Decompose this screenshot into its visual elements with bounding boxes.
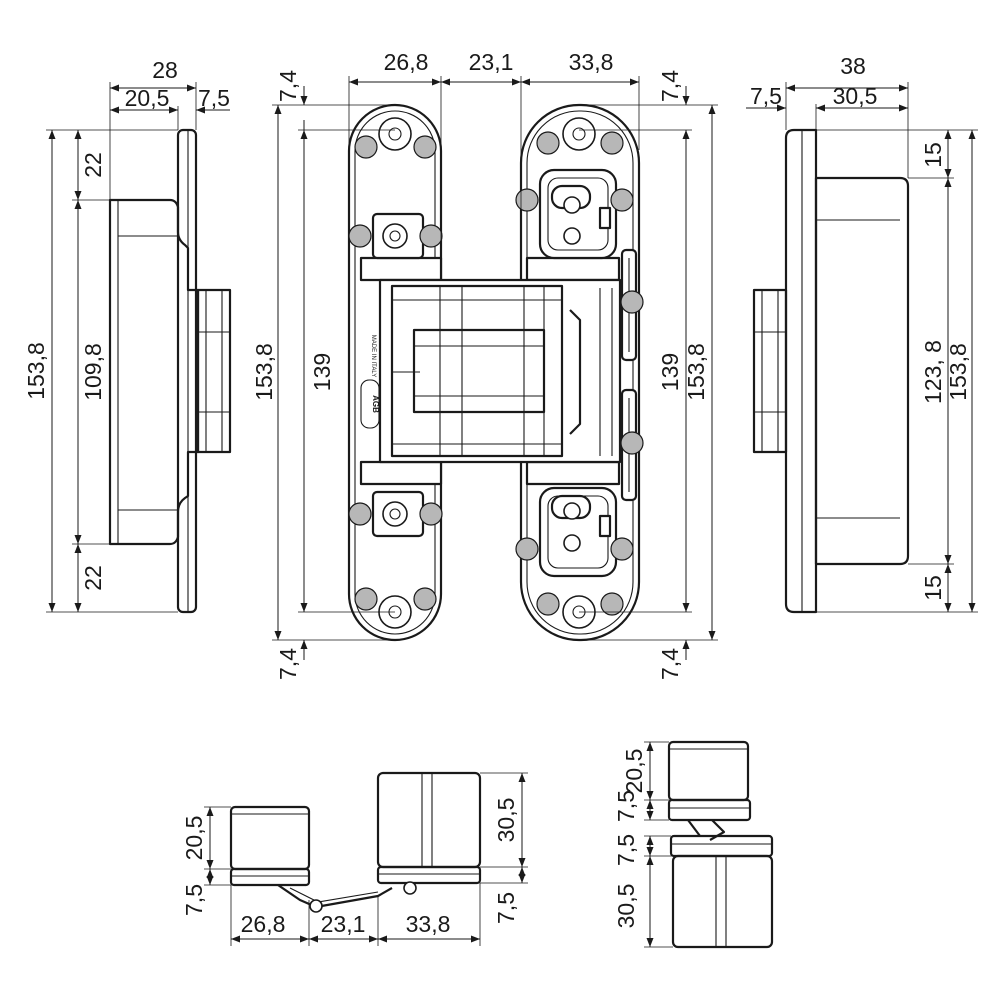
dimension-lines [46, 76, 978, 948]
dim-plan-right-body: 30,5 [493, 798, 519, 843]
screw [610, 537, 634, 561]
screw-hole [563, 227, 581, 245]
dim-front-right-bottom-offset: 7,4 [657, 648, 683, 680]
dim-plan-width-left: 26,8 [241, 911, 286, 937]
dim-center-gap: 23,1 [469, 49, 514, 75]
screw [419, 224, 443, 248]
screw [536, 592, 560, 616]
dim-front-left-holes-height: 139 [309, 353, 335, 391]
screw [413, 587, 437, 611]
dim-front-right-width: 33,8 [569, 49, 614, 75]
screw-hole [563, 502, 581, 520]
dim-side-right-total-width: 38 [840, 53, 866, 79]
agb-logo: AGB [360, 379, 380, 429]
left-side-view [108, 128, 232, 614]
screw [515, 188, 539, 212]
dim-front-left-top-offset: 7,4 [275, 70, 301, 102]
dim-side-left-mid-height: 109,8 [80, 343, 106, 401]
dim-side-left-body-width: 20,5 [125, 85, 170, 111]
screw [419, 502, 443, 526]
dim-side-left-total-height: 153,8 [23, 342, 49, 400]
right-side-view [752, 128, 910, 614]
dim-plan-left-plate: 7,5 [181, 884, 207, 916]
plan-view [229, 771, 482, 913]
dim-end-top-body: 20,5 [621, 749, 647, 794]
dim-side-left-top-height: 22 [80, 152, 106, 178]
screw-hole [562, 117, 596, 151]
dim-front-right-top-offset: 7,4 [657, 70, 683, 102]
screw [610, 188, 634, 212]
screw-hole [563, 196, 581, 214]
end-view [667, 740, 774, 949]
made-in-italy-mark: MADE IN ITALY [370, 335, 376, 377]
screw-hole [378, 117, 412, 151]
dim-side-right-plate-width: 7,5 [750, 83, 782, 109]
screw [620, 431, 644, 455]
dim-end-bottom-body: 30,5 [613, 884, 639, 929]
svg-text:AGB: AGB [371, 395, 380, 413]
dim-side-right-top-height: 15 [920, 142, 946, 168]
screw-hole [563, 534, 581, 552]
dim-plan-width-center: 23,1 [321, 911, 366, 937]
screw [348, 224, 372, 248]
dim-front-left-bottom-offset: 7,4 [275, 648, 301, 680]
dim-side-left-bottom-height: 22 [80, 565, 106, 591]
screw [600, 131, 624, 155]
dim-side-right-mid-height: 123, 8 [920, 340, 946, 404]
mounting-screws [348, 117, 644, 629]
dim-plan-width-right: 33,8 [406, 911, 451, 937]
screw [536, 131, 560, 155]
screw-hole [382, 501, 408, 527]
dim-side-left-plate-width: 7,5 [198, 85, 230, 111]
screw [354, 135, 378, 159]
dim-front-left-total-height: 153,8 [251, 343, 277, 401]
dim-side-right-body-width: 30,5 [833, 83, 878, 109]
dim-end-top-plate: 7,5 [613, 790, 639, 822]
dim-side-right-total-height: 153,8 [945, 343, 971, 401]
dim-plan-right-plate: 7,5 [493, 892, 519, 924]
screw-hole [382, 223, 408, 249]
screw [620, 290, 644, 314]
dim-side-left-total-width: 28 [152, 57, 178, 83]
dim-front-right-total-height: 153,8 [683, 343, 709, 401]
hinge-mechanism [378, 278, 622, 464]
dim-end-bottom-plate: 7,5 [613, 834, 639, 866]
screw [413, 135, 437, 159]
dim-plan-left-body: 20,5 [181, 816, 207, 861]
dimension-labels: 28 20,5 7,5 153,8 22 109,8 22 26,8 23,1 … [23, 49, 971, 937]
dim-front-right-holes-height: 139 [657, 353, 683, 391]
screw [515, 537, 539, 561]
screw [600, 592, 624, 616]
screw [348, 502, 372, 526]
dim-side-right-bottom-height: 15 [920, 575, 946, 601]
dim-front-left-width: 26,8 [384, 49, 429, 75]
screw [354, 587, 378, 611]
